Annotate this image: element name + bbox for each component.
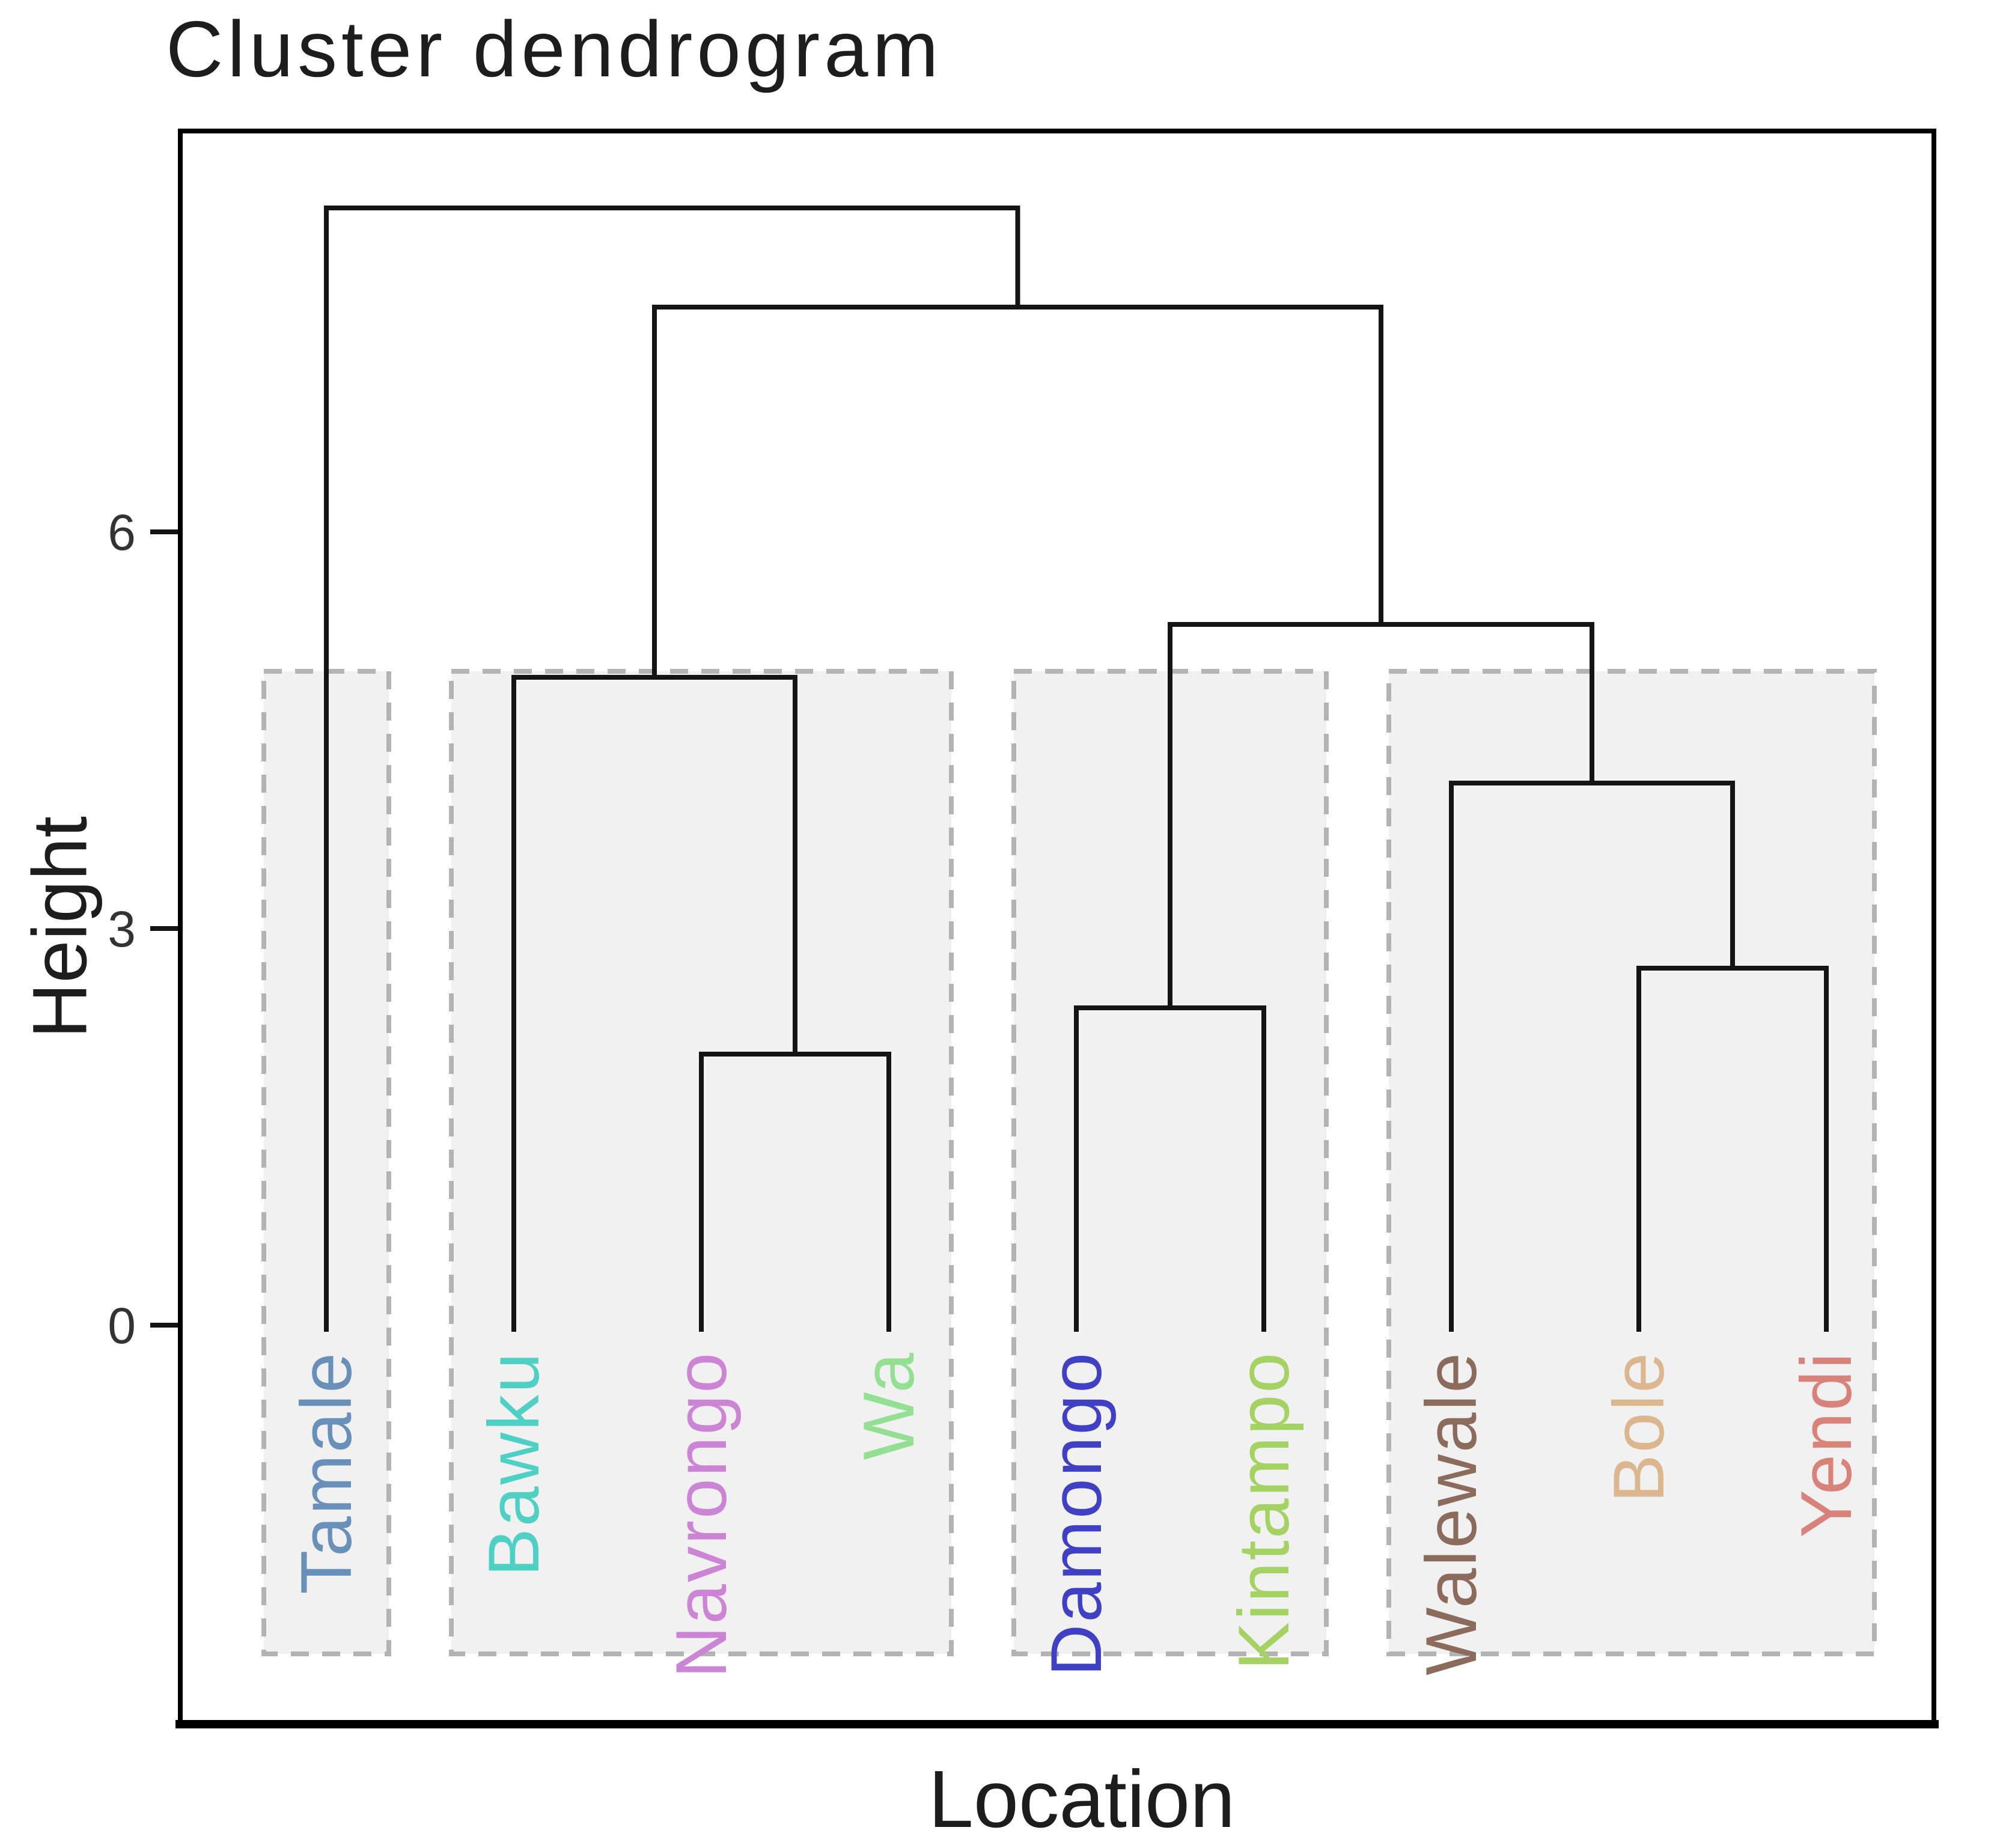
leaf-label-wa: Wa: [849, 1351, 929, 1460]
chart-title: Cluster dendrogram: [166, 5, 943, 93]
leaf-label-tamale: Tamale: [286, 1351, 367, 1594]
dendrogram-link-7: [652, 305, 1383, 680]
leaf-label-yendi: Yendi: [1786, 1351, 1867, 1538]
leaf-label-bawku: Bawku: [474, 1351, 554, 1577]
leaf-label-kintampo: Kintampo: [1224, 1351, 1304, 1670]
leaf-label-navrongo: Navrongo: [661, 1351, 742, 1679]
leaf-label-bole: Bole: [1599, 1351, 1679, 1503]
dendrogram-link-8: [324, 206, 1020, 1332]
leaf-label-walewale: Walewale: [1411, 1351, 1492, 1676]
y-tick-label-6: 6: [108, 504, 136, 561]
y-axis-title: Height: [17, 816, 103, 1038]
y-tick-label-3: 3: [108, 901, 136, 957]
x-axis-title: Location: [928, 1754, 1236, 1844]
y-tick-label-0: 0: [108, 1298, 136, 1354]
leaf-label-damongo: Damongo: [1036, 1351, 1117, 1677]
cluster-box-4: [1386, 669, 1877, 1656]
